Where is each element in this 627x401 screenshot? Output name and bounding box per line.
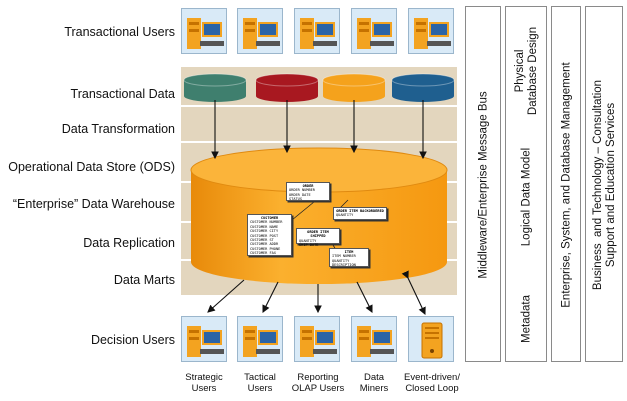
workstation-icon	[351, 8, 397, 54]
entity-attr: CUSTOMER NUMBER	[250, 220, 283, 225]
workstation-icon	[181, 8, 227, 54]
label-event-driven: Event-driven/ Closed Loop	[404, 372, 460, 394]
layer-transactional-data: Transactional Data	[70, 87, 175, 101]
database-cylinder-icon	[255, 73, 319, 102]
physical-db-design-label: Physical Database Design	[514, 26, 539, 116]
business-tech-column: Business and Technology – Consultation S…	[585, 6, 623, 362]
entity-attr: DESCRIPTION	[332, 263, 356, 268]
entity-title: ORDER	[302, 184, 314, 188]
reporting-users-icon	[294, 316, 340, 362]
layer-decision-users: Decision Users	[90, 333, 175, 347]
entity-attr: CUSTOMER PHONE	[250, 246, 281, 251]
entity-attr: CUSTOMER NAME	[250, 224, 279, 229]
tactical-users-icon	[237, 316, 283, 362]
entity-attr: QUANTITY	[336, 213, 354, 218]
entity-attr: SHIP DATE	[299, 243, 319, 248]
entity-attr: ITEM NUMBER	[332, 254, 356, 259]
metadata-label: Metadata	[520, 295, 533, 343]
entity-attr: CUSTOMER ADDR	[250, 242, 279, 247]
entity-title: CUSTOMER	[260, 216, 279, 220]
layer-data-marts: Data Marts	[113, 273, 175, 287]
business-tech-label: Business and Technology – Consultation S…	[592, 79, 617, 291]
entity-card-customer: CUSTOMER CUSTOMER NUMBER CUSTOMER NAME C…	[247, 214, 292, 256]
middleware-column: Middleware/Enterprise Message Bus	[465, 6, 501, 362]
metadata-column: Physical Database Design Logical Data Mo…	[505, 6, 547, 362]
entity-attr: QUANTITY	[332, 258, 350, 263]
middleware-label: Middleware/Enterprise Message Bus	[477, 91, 490, 279]
layer-transactional-users: Transactional Users	[64, 25, 175, 39]
workstation-icon	[237, 8, 283, 54]
enterprise-mgmt-column: Enterprise, System, and Database Managem…	[551, 6, 581, 362]
layer-data-transformation: Data Transformation	[61, 122, 175, 136]
workstation-icon	[408, 8, 454, 54]
band-divider	[181, 105, 457, 107]
layer-data-replication: Data Replication	[83, 236, 175, 250]
entity-card-item: ITEM ITEM NUMBER QUANTITY DESCRIPTION	[329, 248, 369, 267]
entity-title: ORDER ITEM SHIPPED	[307, 230, 329, 239]
database-cylinder-icon	[183, 73, 247, 102]
enterprise-mgmt-label: Enterprise, System, and Database Managem…	[560, 62, 573, 308]
logical-data-model-label: Logical Data Model	[520, 147, 533, 247]
entity-card-shipped: ORDER ITEM SHIPPED QUANTITY SHIP DATE	[296, 228, 340, 248]
flow-arrow	[356, 281, 373, 313]
strategic-users-icon	[181, 316, 227, 362]
entity-attr: ORDER NUMBER	[289, 188, 315, 193]
flow-arrow	[262, 281, 279, 313]
layer-edw: “Enterprise” Data Warehouse	[12, 197, 175, 211]
label-strategic-users: Strategic Users	[185, 372, 223, 394]
entity-attr: QUANTITY	[299, 238, 317, 243]
label-reporting-olap-users: Reporting OLAP Users	[291, 372, 345, 394]
layer-ods: Operational Data Store (ODS)	[8, 160, 175, 174]
data-miners-icon	[351, 316, 397, 362]
entity-attr: CUSTOMER CITY	[250, 229, 279, 234]
entity-attr: CUSTOMER FAX	[250, 251, 276, 256]
entity-card-backordered: ORDER ITEM BACKORDERED QUANTITY	[333, 207, 387, 220]
entity-attr: STATUS	[289, 197, 302, 202]
database-cylinder-icon	[391, 73, 455, 102]
flow-arrow	[401, 270, 426, 315]
database-cylinder-icon	[322, 73, 386, 102]
entity-attr: CUSTOMER ST	[250, 238, 274, 243]
server-icon	[408, 316, 454, 362]
entity-title: ITEM	[344, 250, 354, 254]
entity-attr: ORDER DATE	[289, 192, 311, 197]
entity-card-order: ORDER ORDER NUMBER ORDER DATE STATUS	[286, 182, 330, 201]
entity-attr: CUSTOMER POST	[250, 233, 279, 238]
flow-arrow	[207, 279, 245, 313]
band-divider	[181, 141, 457, 143]
label-tactical-users: Tactical Users	[244, 372, 276, 394]
workstation-icon	[294, 8, 340, 54]
entity-title: ORDER ITEM BACKORDERED	[336, 209, 384, 213]
label-data-miners: Data Miners	[359, 372, 389, 394]
